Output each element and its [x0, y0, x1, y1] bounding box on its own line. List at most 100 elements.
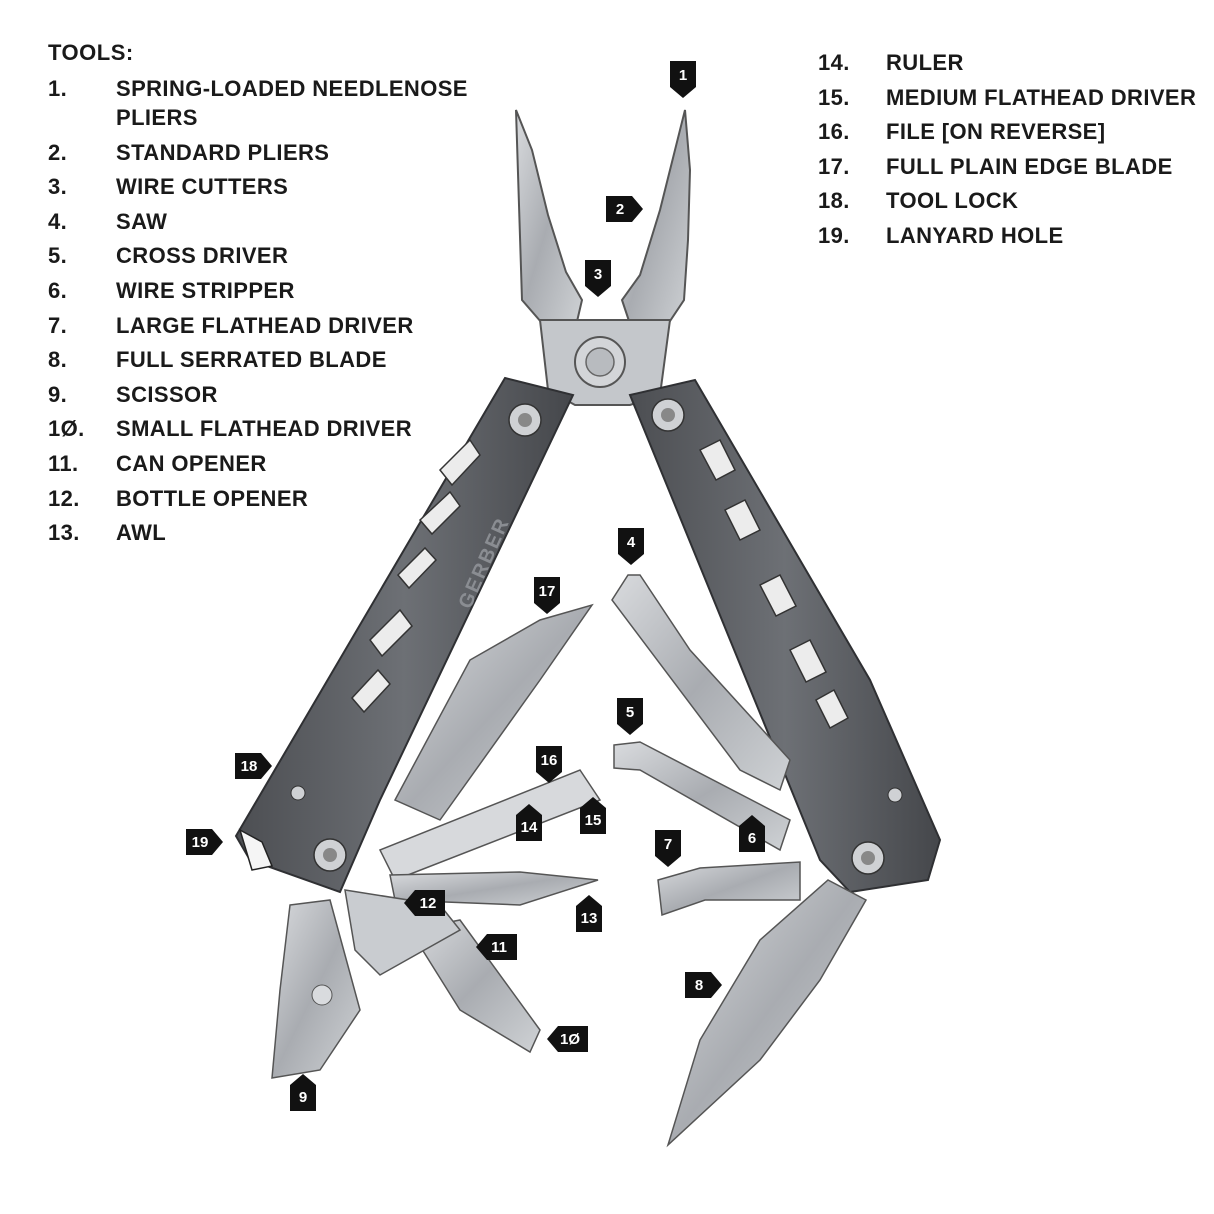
- legend-item-name: FULL SERRATED BLADE: [116, 347, 387, 373]
- marker-14-label: 14: [521, 819, 538, 836]
- legend-item-name: AWL: [116, 520, 167, 546]
- marker-16-label: 16: [541, 752, 558, 769]
- legend-item-name: WIRE CUTTERS: [116, 174, 289, 200]
- legend-item-number: 14.: [818, 50, 850, 75]
- legend-item-number: 3.: [48, 174, 68, 200]
- marker-3: 3: [585, 260, 611, 297]
- legend-right-list: 14. RULER 15. MEDIUM FLATHEAD DRIVER 16. FILE…: [818, 48, 1198, 250]
- legend-right: 14. RULER 15. MEDIUM FLATHEAD DRIVER 16. FILE…: [818, 48, 1198, 256]
- legend-item: 4. SAW: [48, 207, 488, 236]
- left-handle: GERBER: [234, 376, 575, 894]
- marker-9: 9: [290, 1074, 316, 1111]
- legend-item-number: 7.: [48, 312, 68, 338]
- legend-item: 9. SCISSOR: [48, 380, 488, 409]
- legend-item: 6. WIRE STRIPPER: [48, 276, 488, 305]
- legend-item: 1.SPRING-LOADED NEEDLENOSE PLIERS: [48, 74, 488, 132]
- legend-item-number: 2.: [48, 139, 68, 165]
- legend-item-number: 13.: [48, 520, 80, 546]
- legend-item: 16. FILE [ON REVERSE]: [818, 117, 1198, 146]
- marker-15: 15: [580, 797, 606, 834]
- legend-item-number: 4.: [48, 208, 68, 234]
- legend-item-number: 9.: [48, 381, 68, 407]
- marker-19-label: 19: [192, 834, 209, 851]
- legend-item-name: STANDARD PLIERS: [116, 139, 330, 165]
- marker-10: 1Ø: [547, 1026, 588, 1052]
- legend-item-name: SCISSOR: [116, 381, 218, 407]
- legend-item-number: 11.: [48, 450, 79, 476]
- pliers-jaws: [515, 109, 692, 406]
- legend-item-number: 19.: [818, 222, 850, 248]
- legend-item: 12. BOTTLE OPENER: [48, 484, 488, 513]
- legend-item-number: 6.: [48, 277, 68, 303]
- marker-2: 2: [606, 196, 643, 222]
- legend-item: 11.CAN OPENER: [48, 449, 488, 478]
- legend-item: 19. LANYARD HOLE: [818, 221, 1198, 250]
- marker-1: 1: [670, 61, 696, 98]
- legend-item: 2. STANDARD PLIERS: [48, 138, 488, 167]
- legend-item-name: SMALL FLATHEAD DRIVER: [116, 416, 413, 442]
- legend-item: 13. AWL: [48, 518, 488, 547]
- legend-item-name: FULL PLAIN EDGE BLADE: [886, 153, 1173, 179]
- legend-item-name: SAW: [116, 208, 168, 234]
- marker-11: 11: [476, 934, 517, 960]
- legend-item-number: 1Ø.: [48, 416, 85, 442]
- legend-item-number: 15.: [818, 84, 850, 110]
- tool-blades: [271, 574, 868, 1148]
- marker-19: 19: [186, 829, 223, 855]
- legend-item-name: TOOL LOCK: [886, 188, 1019, 214]
- marker-12-label: 12: [420, 895, 437, 912]
- legend-item-name: WIRE STRIPPER: [116, 277, 295, 303]
- marker-4: 4: [618, 528, 644, 565]
- marker-6: 6: [739, 815, 765, 852]
- legend-item-name: FILE [ON REVERSE]: [886, 119, 1106, 145]
- marker-10-label: 1Ø: [560, 1031, 580, 1048]
- legend-item-number: 17.: [818, 153, 850, 179]
- marker-5: 5: [617, 698, 643, 735]
- legend-item-name: MEDIUM FLATHEAD DRIVER: [886, 84, 1197, 110]
- legend-item: 5. CROSS DRIVER: [48, 241, 488, 270]
- marker-13: 13: [576, 895, 602, 932]
- marker-11-label: 11: [491, 939, 507, 956]
- legend-item-number: 5.: [48, 243, 68, 269]
- marker-8: 8: [685, 972, 722, 998]
- legend-item-name: RULER: [886, 50, 964, 75]
- legend-item-name: CROSS DRIVER: [116, 243, 289, 269]
- callout-markers: 1 2 3 4 5 6 7 8 9 1Ø 11 12 13 14 15 16 1…: [186, 61, 765, 1111]
- legend-left: TOOLS: 1.SPRING-LOADED NEEDLENOSE PLIERS…: [48, 38, 488, 553]
- marker-18: 18: [235, 753, 272, 779]
- marker-4-label: 4: [627, 534, 636, 551]
- marker-1-label: 1: [679, 67, 687, 84]
- marker-15-label: 15: [585, 812, 602, 829]
- legend-item-number: 16.: [818, 119, 850, 145]
- legend-item: 3. WIRE CUTTERS: [48, 172, 488, 201]
- legend-item-number: 1.: [48, 76, 68, 101]
- legend-item-name: BOTTLE OPENER: [116, 485, 309, 511]
- legend-item: 14. RULER: [818, 48, 1198, 77]
- legend-item-number: 8.: [48, 347, 68, 373]
- marker-12: 12: [404, 890, 445, 916]
- marker-3-label: 3: [594, 266, 602, 283]
- legend-item: 7. LARGE FLATHEAD DRIVER: [48, 311, 488, 340]
- marker-7: 7: [655, 830, 681, 867]
- right-handle: [628, 378, 942, 894]
- marker-8-label: 8: [695, 977, 703, 994]
- legend-item: 17. FULL PLAIN EDGE BLADE: [818, 152, 1198, 181]
- marker-14: 14: [516, 804, 542, 841]
- marker-17: 17: [534, 577, 560, 614]
- legend-item-name: LANYARD HOLE: [886, 222, 1064, 248]
- legend-item-number: 18.: [818, 188, 850, 214]
- marker-9-label: 9: [299, 1089, 307, 1106]
- legend-item: 1Ø. SMALL FLATHEAD DRIVER: [48, 414, 488, 443]
- legend-item: 15. MEDIUM FLATHEAD DRIVER: [818, 83, 1198, 112]
- legend-item-number: 12.: [48, 485, 80, 511]
- legend-item: 8. FULL SERRATED BLADE: [48, 345, 488, 374]
- marker-6-label: 6: [748, 830, 756, 847]
- legend-heading: TOOLS:: [48, 40, 134, 65]
- marker-16: 16: [536, 746, 562, 783]
- legend-item-name: LARGE FLATHEAD DRIVER: [116, 312, 414, 338]
- marker-5-label: 5: [626, 704, 634, 721]
- marker-17-label: 17: [539, 583, 556, 600]
- marker-2-label: 2: [616, 201, 624, 218]
